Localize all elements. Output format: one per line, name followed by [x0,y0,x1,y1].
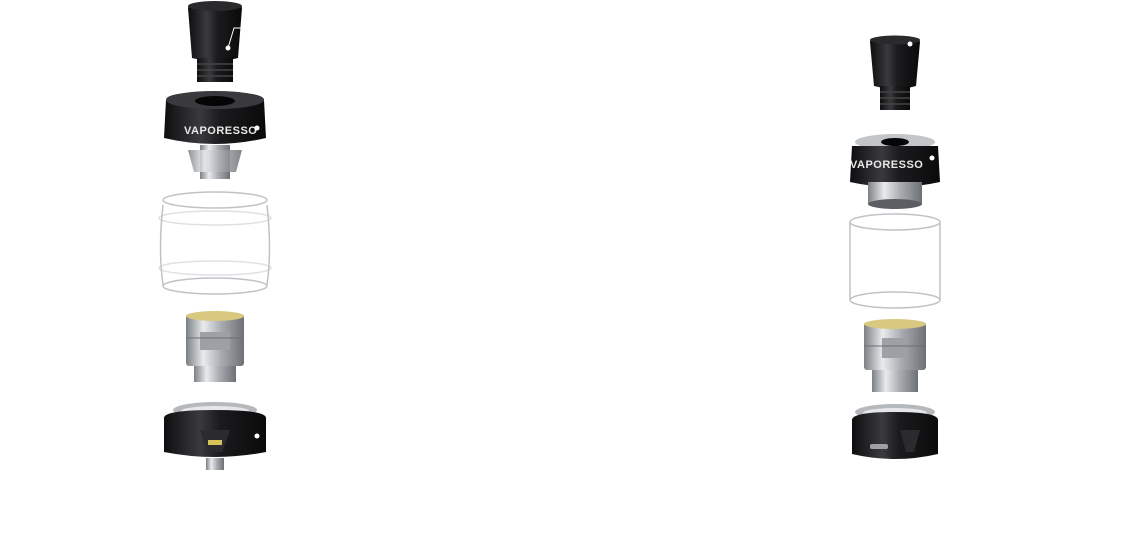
base [852,404,938,459]
top-cap: VAPORESSO [164,91,266,179]
glass-tube [849,213,941,309]
assembly-right: VAPORESSO [849,35,941,459]
coil [864,319,926,392]
drip-tip [188,1,244,82]
drip-tip [870,35,920,110]
assembly-left: VAPORESSO [158,1,272,470]
glass-tube [158,191,272,295]
brand-label: VAPORESSO [850,159,923,171]
coil [186,311,244,382]
top-cap: VAPORESSO [850,134,940,209]
brand-label: VAPORESSO [184,125,257,137]
base [164,402,266,470]
